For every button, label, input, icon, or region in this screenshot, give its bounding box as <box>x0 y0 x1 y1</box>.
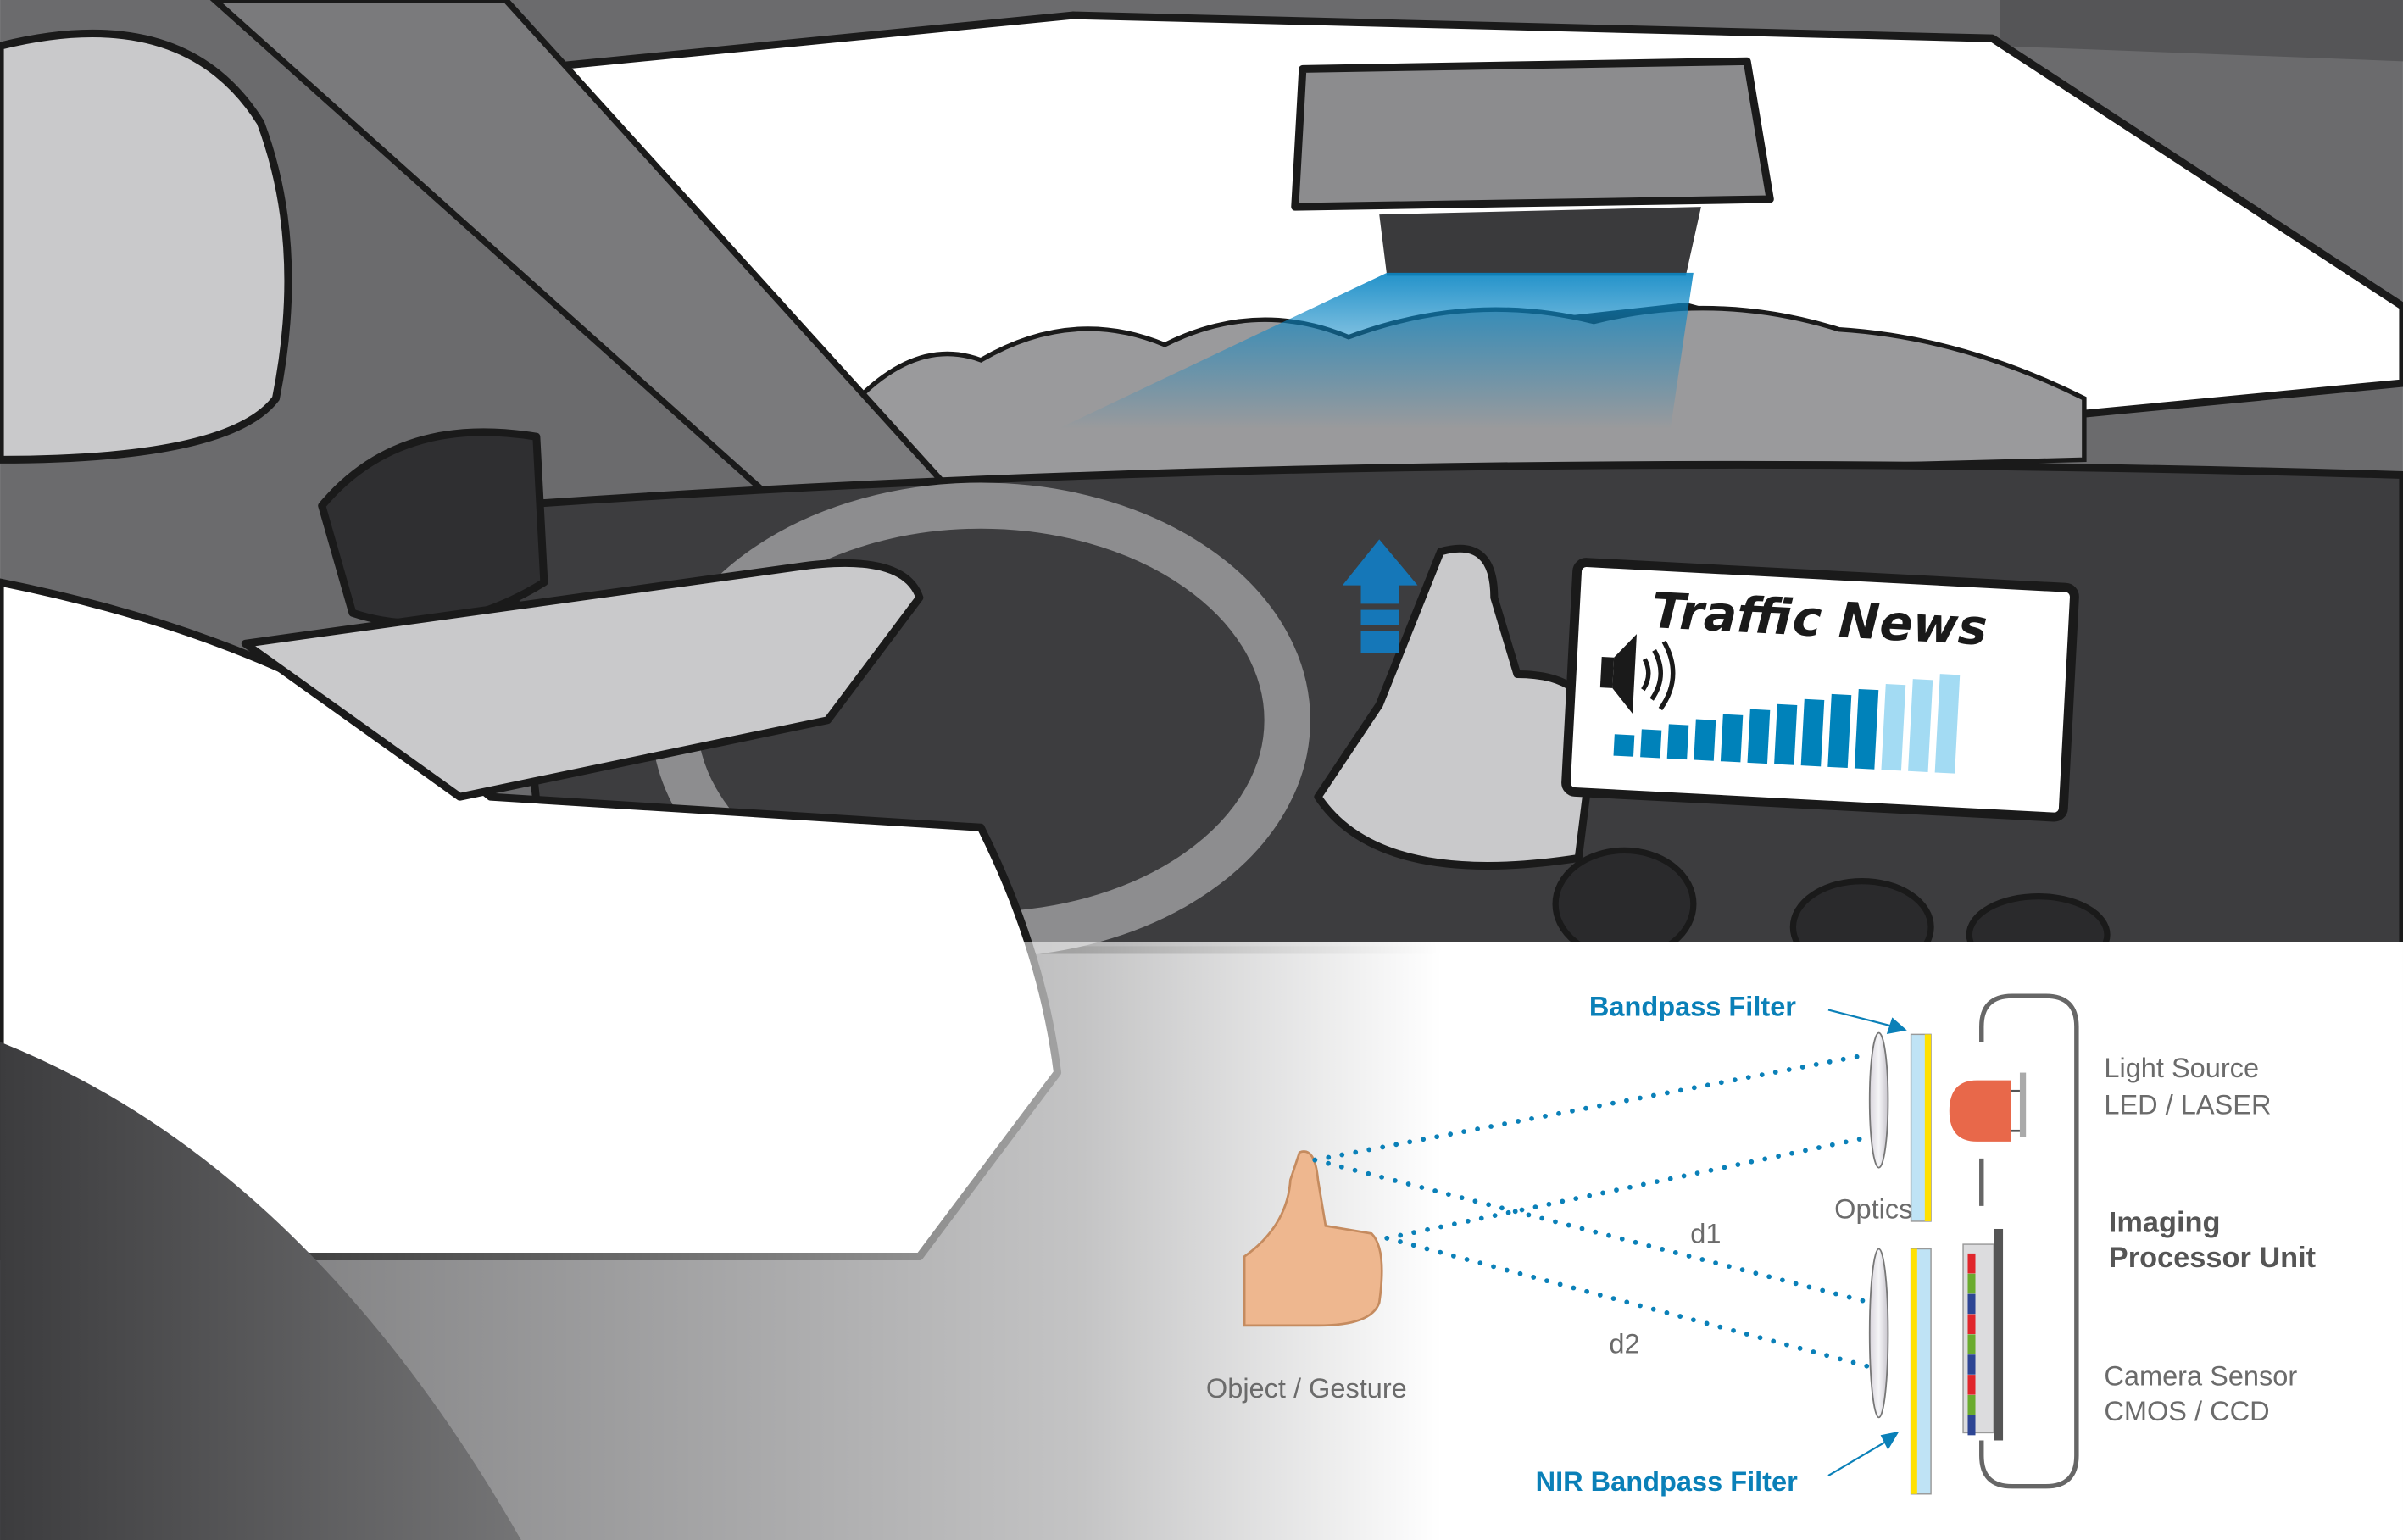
volume-bar <box>1800 698 1825 767</box>
imaging-label: Imaging <box>2109 1207 2221 1239</box>
driver-head <box>0 30 292 464</box>
mirror-mount-camera <box>1379 207 1701 276</box>
volume-bars <box>1613 674 1961 774</box>
bandpass-filter-label: Bandpass Filter <box>1589 992 1796 1022</box>
object-gesture-label: Object / Gesture <box>1206 1373 1407 1404</box>
light-source-label: Light Source <box>2104 1053 2259 1083</box>
sensor-pixel <box>1967 1273 1976 1294</box>
volume-bar <box>1666 724 1689 760</box>
bandpass-filter-element <box>1910 1033 1932 1222</box>
optics-lens-bottom <box>1868 1248 1889 1419</box>
imaging-unit-housing <box>1979 993 2079 1489</box>
volume-bar <box>1774 703 1798 765</box>
processor-unit-label: Processor Unit <box>2109 1242 2317 1274</box>
sensor-pixel <box>1967 1293 1976 1315</box>
volume-bar <box>1613 734 1635 757</box>
sensor-pixel <box>1967 1354 1976 1375</box>
volume-bar <box>1854 688 1879 770</box>
camera-sensor-label: Camera Sensor <box>2104 1360 2297 1391</box>
nir-bandpass-filter-label: NIR Bandpass Filter <box>1536 1466 1798 1497</box>
rearview-mirror <box>1291 57 1774 211</box>
sensor-pixel <box>1967 1415 1976 1436</box>
led-light-source-icon <box>1949 1072 2027 1142</box>
roof-headliner <box>520 0 2403 62</box>
volume-bar <box>1934 674 1961 774</box>
sensor-pixel <box>1967 1375 1976 1395</box>
infotainment-display: Traffic News <box>1561 558 2079 822</box>
volume-bar <box>1694 719 1716 761</box>
sensor-pixel <box>1967 1253 1976 1274</box>
light-rays <box>1312 1051 1872 1370</box>
camera-sensor-chip <box>1962 1228 2004 1441</box>
sensor-pixel <box>1967 1334 1976 1354</box>
led-laser-label: LED / LASER <box>2104 1089 2271 1120</box>
volume-bar <box>1827 693 1852 769</box>
nir-filter-element <box>1910 1248 1932 1495</box>
driver-arm <box>241 559 924 801</box>
swipe-up-arrow-icon <box>1342 539 1418 653</box>
optics-lens-top <box>1868 1031 1889 1169</box>
d1-label: d1 <box>1690 1218 1721 1248</box>
arrow-icon <box>1827 1009 1907 1477</box>
sensor-pixel <box>1967 1394 1976 1415</box>
d2-label: d2 <box>1609 1328 1639 1359</box>
cmos-ccd-label: CMOS / CCD <box>2104 1396 2269 1426</box>
volume-bar <box>1747 709 1771 764</box>
camera-beam <box>1057 272 1694 430</box>
speaker-icon <box>1599 634 1676 714</box>
volume-bar <box>1908 679 1933 773</box>
diagram-panel-solid <box>1471 942 2403 1540</box>
gesture-hand-icon <box>1243 1150 1383 1327</box>
volume-bar <box>1720 714 1744 763</box>
volume-bar <box>1640 729 1662 759</box>
volume-bar <box>1881 684 1906 771</box>
sensor-pixel <box>1967 1314 1976 1335</box>
sensor-diagram: Bandpass Filter NIR Bandpass Filter Ligh… <box>1206 992 2317 1497</box>
optics-label: Optics <box>1834 1193 1912 1224</box>
